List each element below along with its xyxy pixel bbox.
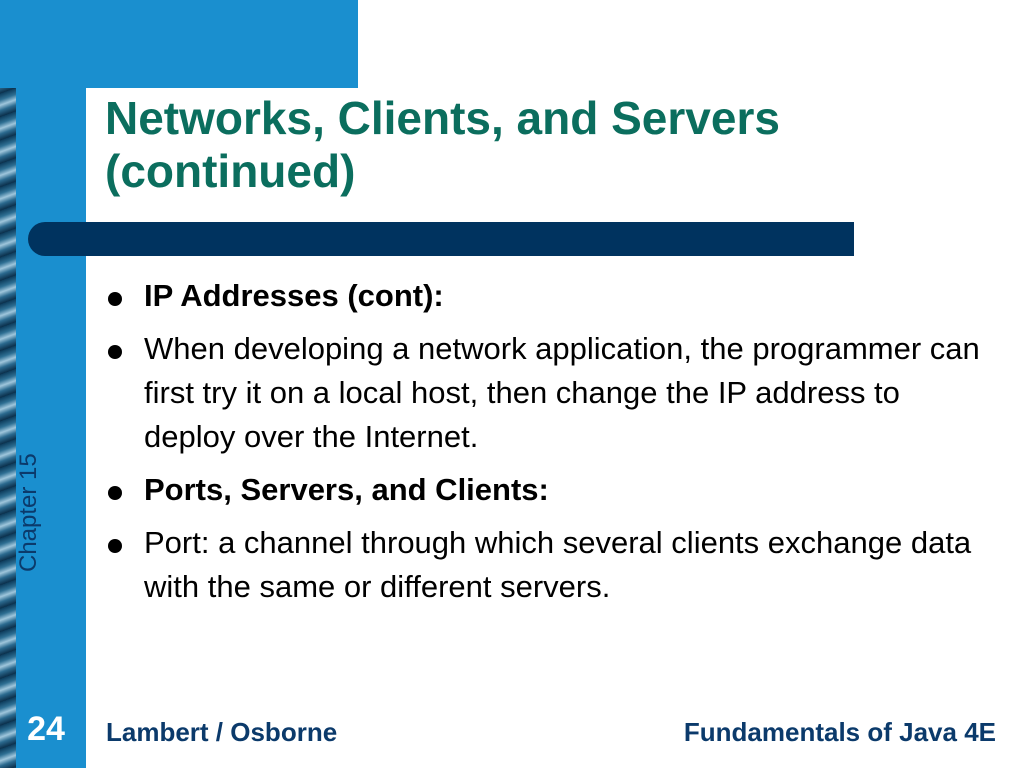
title-underline-bar bbox=[28, 222, 854, 256]
bullet-dot-icon bbox=[108, 539, 122, 553]
slide-title-line-1: Networks, Clients, and Servers bbox=[105, 92, 780, 144]
bullet-text: IP Addresses (cont): bbox=[144, 278, 444, 313]
slide-title-line-2: (continued) bbox=[105, 145, 356, 197]
footer-book-title: Fundamentals of Java 4E bbox=[683, 717, 996, 747]
bullet-item: When developing a network application, t… bbox=[108, 327, 988, 459]
bullet-item: IP Addresses (cont): bbox=[108, 274, 988, 318]
slide-title: Networks, Clients, and Servers (continue… bbox=[105, 92, 985, 198]
header-accent-block bbox=[0, 0, 358, 88]
bullet-item: Port: a channel through which several cl… bbox=[108, 521, 988, 609]
bullet-dot-icon bbox=[108, 292, 122, 306]
decorative-photo-strip bbox=[0, 0, 16, 768]
footer-authors: Lambert / Osborne bbox=[106, 717, 338, 747]
bullet-list: IP Addresses (cont): When developing a n… bbox=[108, 274, 988, 618]
title-panel bbox=[86, 88, 1024, 228]
bullet-text: When developing a network application, t… bbox=[144, 331, 980, 454]
bullet-item: Ports, Servers, and Clients: bbox=[108, 468, 988, 512]
bullet-dot-icon bbox=[108, 345, 122, 359]
chapter-label: Chapter 15 bbox=[15, 453, 42, 572]
bullet-text: Ports, Servers, and Clients: bbox=[144, 472, 549, 507]
bullet-text: Port: a channel through which several cl… bbox=[144, 525, 972, 604]
page-number: 24 bbox=[27, 710, 65, 748]
bullet-dot-icon bbox=[108, 486, 122, 500]
